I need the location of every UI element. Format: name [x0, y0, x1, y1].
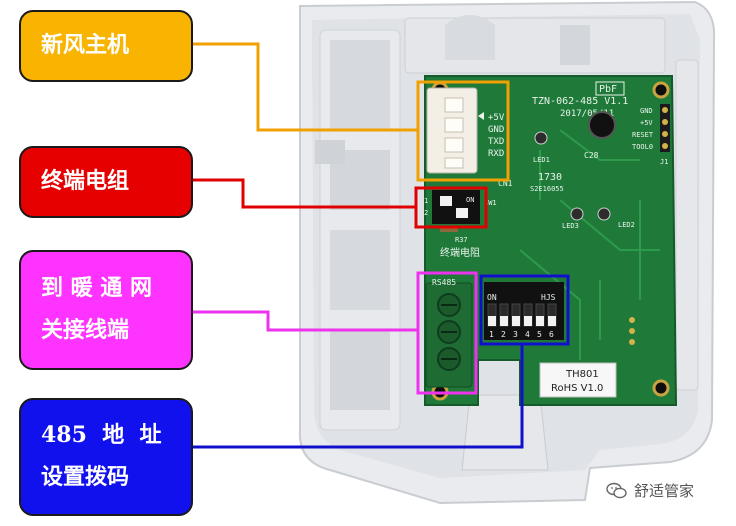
header-tool0: TOOL0 [632, 143, 653, 151]
sw-label: SW1 [484, 199, 497, 207]
small-dip-2: 2 [424, 209, 428, 217]
dip-number-2: 2 [501, 330, 506, 339]
chip-label-bottom: S2E16055 [530, 185, 564, 193]
led2 [597, 207, 611, 221]
label-terminal-resistor-text: 终端电组 [41, 168, 130, 195]
led1 [534, 131, 548, 145]
dip-on-label: ON [487, 293, 497, 302]
highlight-rs485 [416, 271, 478, 395]
sticker-line1: TH801 [565, 369, 599, 380]
label-address-dip: 485 地 址 设置拨码 [19, 398, 193, 516]
label-hvac-gateway: 到 暖 通 网 关接线端 [19, 250, 193, 370]
label-hvac-gateway-line2: 关接线端 [41, 317, 130, 343]
label-hvac-gateway-line1: 到 暖 通 网 [41, 275, 152, 302]
dip-number-4: 4 [525, 330, 530, 339]
dip-number-3: 3 [513, 330, 518, 339]
logo-pbf: PbF [599, 84, 617, 95]
board-date: 2017/05/11 [560, 109, 614, 119]
led3-label: LED3 [562, 222, 579, 230]
label-terminal-resistor: 终端电组 [19, 146, 193, 218]
led1-label: LED1 [533, 156, 550, 164]
pin-label-gnd: GND [488, 125, 504, 135]
pads [629, 317, 635, 345]
leader-fresh-air [193, 42, 418, 132]
cn-label: CN1 [498, 179, 513, 188]
label-address-dip-line2: 设置拨码 [41, 464, 130, 490]
resistor-r37 [440, 226, 458, 232]
dip-actuator-2 [500, 316, 508, 326]
highlight-address-dip [479, 274, 570, 346]
header-5v: +5V [640, 119, 653, 127]
wechat-icon [606, 482, 627, 498]
program-header [660, 104, 670, 152]
rs485-terminal-block [425, 282, 473, 388]
sticker [539, 362, 617, 398]
header-reset: RESET [632, 131, 654, 139]
pin-label-5v: +5V [488, 113, 505, 123]
capacitor [588, 111, 616, 139]
terminal-caption: 终端电阻 [440, 246, 480, 259]
led2-label: LED2 [618, 221, 635, 229]
label-fresh-air-host-text: 新风主机 [41, 32, 130, 59]
header-gnd: GND [640, 107, 653, 115]
dip-actuator-3 [512, 316, 520, 326]
label-fresh-air-host: 新风主机 [19, 10, 193, 82]
dip-actuator-4 [524, 316, 532, 326]
leader-rs485 [193, 310, 418, 332]
rs485-label: RS485 [432, 278, 456, 287]
watermark-text: 舒适管家 [634, 482, 695, 500]
board-model: TZN-062-485 V1.1 [532, 96, 628, 107]
dip-number-6: 6 [549, 330, 554, 339]
small-dip-1: 1 [424, 197, 428, 205]
cap-label: C28 [584, 151, 599, 160]
resistor-label: R37 [455, 236, 468, 244]
power-comm-connector [426, 87, 484, 174]
leader-address-dip [193, 344, 524, 449]
dip-number-5: 5 [537, 330, 542, 339]
pin-label-txd: TXD [488, 137, 504, 147]
chip-label-top: 1730 [538, 172, 562, 183]
dip-brand-label: HJS [541, 293, 556, 302]
dip-actuator-6 [548, 316, 556, 326]
address-dip-switch [484, 282, 564, 340]
dip-actuator-1 [488, 316, 496, 326]
header-j1: J1 [660, 158, 668, 166]
label-address-dip-line1: 485 地 址 [41, 422, 162, 449]
dip-number-1: 1 [489, 330, 494, 339]
dip-actuator-5 [536, 316, 544, 326]
sticker-line2: RoHS V1.0 [551, 383, 603, 394]
terminal-resistor-dip [432, 190, 480, 224]
led3 [570, 207, 584, 221]
leader-terminal-resistor [193, 178, 416, 209]
pin-label-rxd: RXD [488, 149, 504, 159]
watermark: 舒适管家 [606, 480, 694, 501]
small-dip-on: ON [466, 196, 474, 204]
